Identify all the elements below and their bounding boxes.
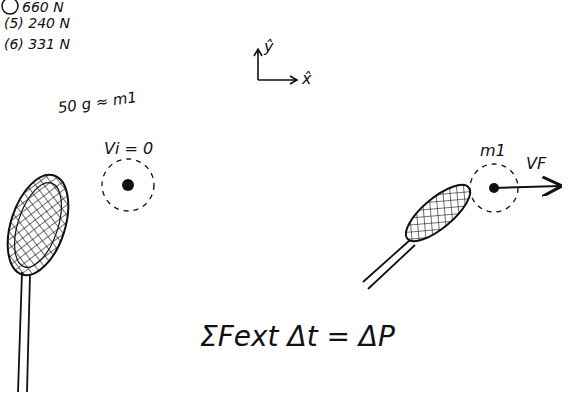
axis-label: ŷ [264, 38, 273, 56]
impulse-equation: ΣFext Δt = ΔP [200, 322, 395, 353]
velocity-label: VF [526, 155, 546, 173]
ball-initial [102, 159, 154, 211]
circle-mark [2, 0, 18, 14]
mass-label: m1 [480, 142, 506, 160]
mass-note: 50 g ≈ m1 [57, 89, 138, 116]
velocity-label: Vi = 0 [104, 140, 153, 158]
racket-right [363, 176, 478, 289]
axes [254, 49, 297, 84]
ball-final [470, 164, 560, 212]
racket-left [0, 167, 80, 392]
answer-choice: 660 N [22, 0, 64, 15]
axis-label: x̂ [302, 70, 311, 88]
answer-choice: (6) 331 N [4, 37, 70, 52]
answer-choice: (5) 240 N [4, 16, 70, 31]
